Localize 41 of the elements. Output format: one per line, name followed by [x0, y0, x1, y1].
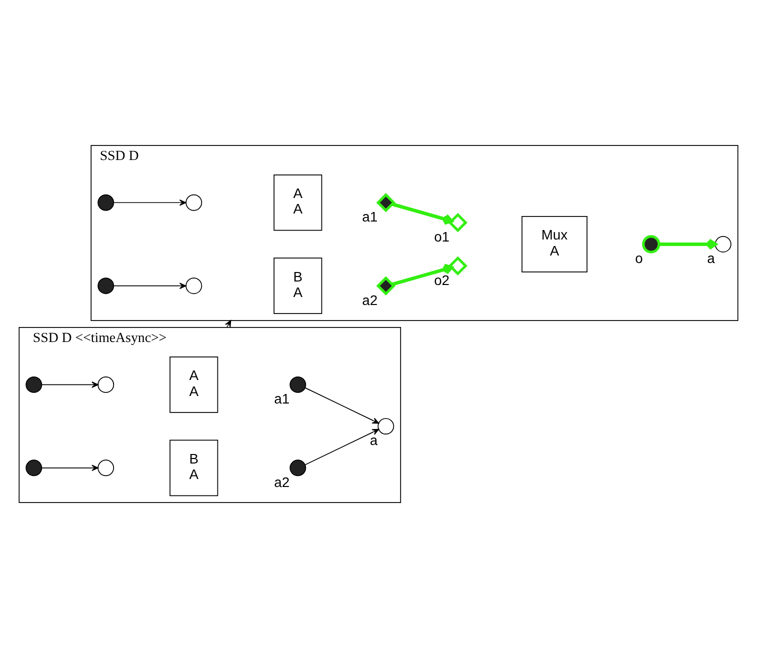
node-label: o2	[434, 272, 450, 288]
arrow	[392, 264, 454, 286]
node-circle	[186, 194, 202, 211]
node-circle	[26, 376, 42, 393]
node-label: a	[370, 432, 378, 448]
arrow	[41, 464, 98, 472]
node-diamond	[448, 256, 468, 276]
node-circle	[378, 418, 394, 435]
node-circle	[98, 376, 114, 393]
node-box: B A	[170, 440, 218, 496]
node-circle	[98, 460, 114, 476]
node-diamond	[376, 192, 396, 212]
node-label: o1	[434, 228, 450, 244]
node-circle	[642, 235, 660, 254]
arrow	[304, 387, 380, 424]
node-label: a2	[362, 292, 378, 308]
node-box: A A	[170, 356, 218, 413]
node-circle	[290, 376, 306, 393]
node-box: Mux A	[522, 216, 588, 272]
node-box: A A	[274, 174, 322, 231]
node-label: a1	[274, 390, 290, 407]
node-label: a1	[362, 208, 378, 225]
arrow	[659, 238, 718, 250]
arrow	[224, 320, 232, 328]
node-circle	[98, 278, 114, 294]
arrow	[41, 382, 98, 388]
node-circle	[186, 278, 202, 294]
node-circle	[290, 460, 306, 476]
node-label: a	[707, 250, 715, 266]
arrow	[113, 199, 186, 206]
arrow	[392, 202, 454, 225]
node-diamond	[376, 276, 396, 296]
node-label: a2	[274, 474, 290, 490]
node-label: o	[635, 250, 643, 266]
node-circle	[98, 194, 114, 211]
arrow	[113, 282, 186, 290]
node-circle	[714, 236, 732, 252]
arrow	[304, 428, 380, 466]
node-circle	[26, 460, 42, 476]
node-box: B A	[274, 258, 322, 314]
node-diamond	[448, 212, 468, 232]
